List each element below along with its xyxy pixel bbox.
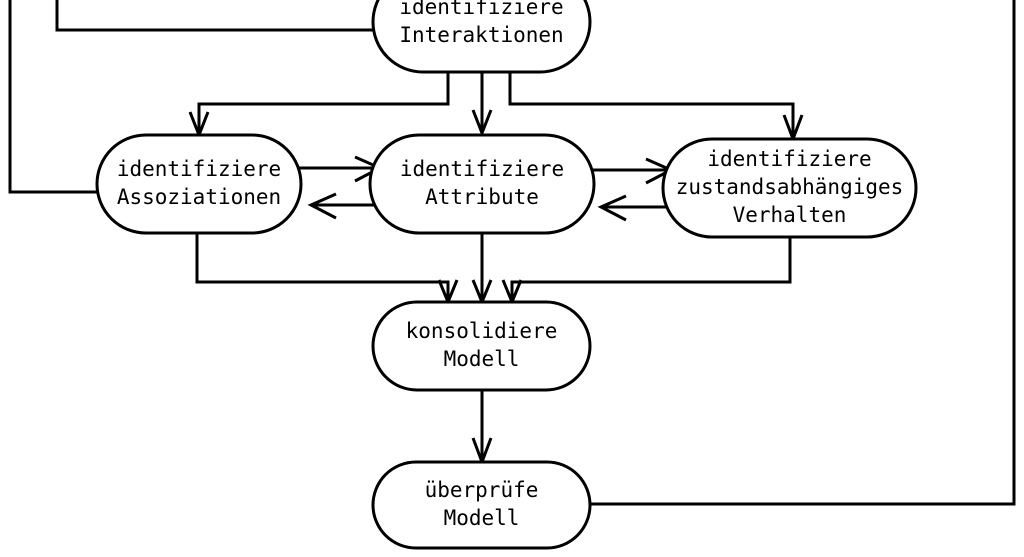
edge-assoziationen-to-konsolidiere <box>195 232 450 300</box>
node-shape-verhalten[interactable] <box>661 137 918 239</box>
node-shape-interaktionen[interactable] <box>371 0 592 74</box>
edge-interaktionen-to-assoziationen <box>197 72 450 133</box>
node-shape-attribute[interactable] <box>368 133 596 235</box>
node-shape-assoziationen[interactable] <box>95 133 303 235</box>
arrowhead-attribute-to-assoziationen <box>307 192 337 220</box>
edge-ueberpruefe-feedback-right <box>590 0 1016 506</box>
edge-assoziationen-feedback-left <box>8 0 97 194</box>
edge-interaktionen-feedback-left <box>55 0 373 32</box>
arrowhead-interaktionen-to-attribute <box>471 109 493 138</box>
node-shape-ueberpruefe[interactable] <box>371 460 592 550</box>
edge-interaktionen-to-verhalten <box>508 72 795 137</box>
arrowhead-verhalten-to-attribute <box>597 194 627 222</box>
node-shape-konsolidiere[interactable] <box>371 300 592 392</box>
edge-verhalten-to-konsolidiere <box>510 236 792 300</box>
